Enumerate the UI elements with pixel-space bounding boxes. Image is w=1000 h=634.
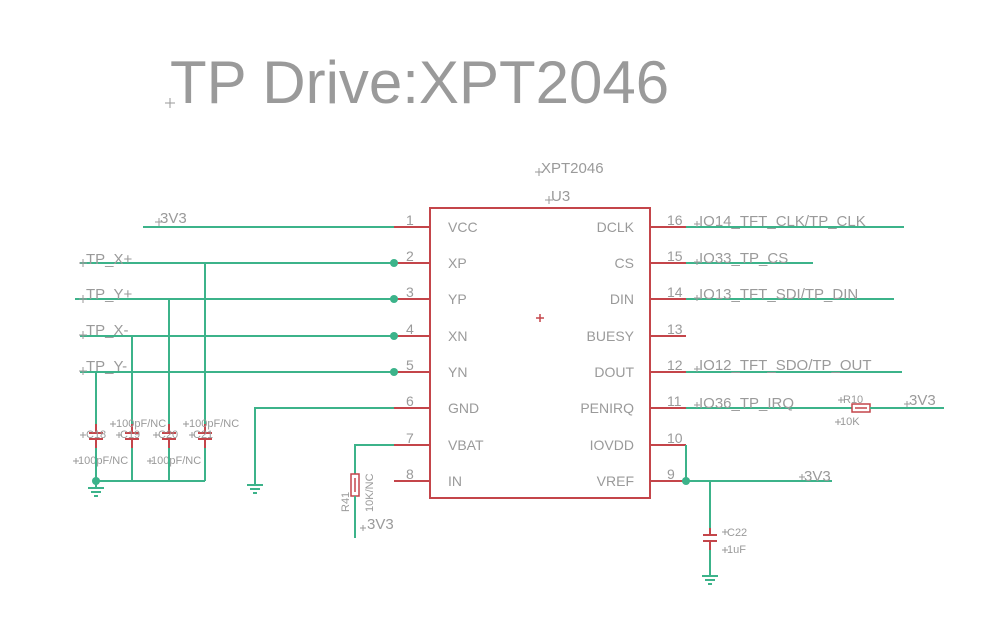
cap-c18-name: C18 [86, 429, 106, 441]
net-label-cs: IO33_TP_CS [699, 250, 788, 267]
cap-c21-name: C21 [193, 429, 213, 441]
cap-c22-value: 1uF [727, 544, 746, 556]
net-label-vref: 3V3 [804, 468, 831, 485]
ground-icon [247, 484, 263, 494]
net-label-tp-x-plus: TP_X+ [86, 251, 133, 268]
pin-name-cs: CS [615, 255, 634, 271]
net-label-tp-y-plus: TP_Y+ [86, 286, 133, 303]
pin-name-dclk: DCLK [597, 219, 635, 235]
pin-name-in: IN [448, 473, 462, 489]
cap-c19-value: 100pF/NC [116, 418, 166, 430]
pin-name-xn: XN [448, 328, 467, 344]
cap-c19[interactable] [125, 424, 139, 448]
pin-num-4: 4 [406, 321, 414, 337]
pin-num-14: 14 [667, 284, 683, 300]
left-pins [394, 226, 430, 482]
resistor-r10-name: R10 [843, 394, 863, 406]
cap-c18-value: 100pF/NC [78, 455, 128, 467]
right-pins [650, 226, 686, 482]
cap-c22[interactable] [703, 528, 717, 550]
cap-c21[interactable] [198, 424, 212, 448]
net-label-vcc: 3V3 [160, 210, 187, 227]
pin-num-3: 3 [406, 284, 414, 300]
cap-c22-name: C22 [727, 527, 747, 539]
wire-vbat[interactable] [354, 444, 394, 474]
pin-name-dout: DOUT [594, 364, 634, 380]
pin-num-7: 7 [406, 430, 414, 446]
pin-name-din: DIN [610, 291, 634, 307]
cap-c20-name: C20 [158, 429, 178, 441]
pin-num-16: 16 [667, 212, 683, 228]
chip-body[interactable] [429, 207, 651, 499]
ground-icon [702, 575, 718, 585]
pin-num-6: 6 [406, 393, 414, 409]
schematic-title: TP Drive:XPT2046 [170, 49, 669, 116]
pin-name-yp: YP [448, 291, 467, 307]
resistor-r10-value: 10K [840, 416, 860, 428]
cap-c18[interactable] [89, 424, 103, 448]
pin-num-2: 2 [406, 248, 414, 264]
pin-num-11: 11 [667, 393, 682, 409]
pin-name-vref: VREF [597, 473, 634, 489]
pin-num-5: 5 [406, 357, 414, 373]
net-label-r41-3v3: 3V3 [367, 516, 394, 533]
pin-num-8: 8 [406, 466, 414, 482]
net-label-r10-3v3: 3V3 [909, 392, 936, 409]
pin-name-vbat: VBAT [448, 437, 484, 453]
net-label-penirq: IO36_TP_IRQ [699, 395, 794, 412]
wire-gnd[interactable] [254, 407, 394, 485]
cap-c20-value: 100pF/NC [151, 455, 201, 467]
net-label-dclk: IO14_TFT_CLK/TP_CLK [699, 213, 866, 230]
cap-c19-name: C19 [120, 429, 140, 441]
pin-name-iovdd: IOVDD [590, 437, 634, 453]
pin-num-13: 13 [667, 321, 683, 337]
net-label-tp-y-minus: TP_Y- [86, 358, 127, 375]
pin-num-12: 12 [667, 357, 683, 373]
net-label-din: IO13_TFT_SDI/TP_DIN [699, 286, 858, 303]
resistor-r41-name: R41 [340, 492, 352, 512]
net-label-tp-x-minus: TP_X- [86, 322, 129, 339]
cap-c20[interactable] [162, 424, 176, 448]
ground-icon [88, 481, 104, 497]
pin-name-yn: YN [448, 364, 467, 380]
pin-name-xp: XP [448, 255, 467, 271]
pin-name-penirq: PENIRQ [580, 400, 634, 416]
pin-num-10: 10 [667, 430, 683, 446]
cap-c21-value: 100pF/NC [189, 418, 239, 430]
pin-name-buesy: BUESY [587, 328, 635, 344]
resistor-r41-value: 10K/NC [364, 473, 376, 512]
pin-num-1: 1 [406, 212, 414, 228]
chip-value-label: XPT2046 [541, 160, 604, 177]
pin-num-9: 9 [667, 466, 675, 482]
chip-name-label: U3 [551, 188, 570, 205]
pin-name-gnd: GND [448, 400, 479, 416]
pin-num-15: 15 [667, 248, 683, 264]
net-label-dout: IO12_TFT_SDO/TP_OUT [699, 357, 872, 374]
pin-name-vcc: VCC [448, 219, 478, 235]
